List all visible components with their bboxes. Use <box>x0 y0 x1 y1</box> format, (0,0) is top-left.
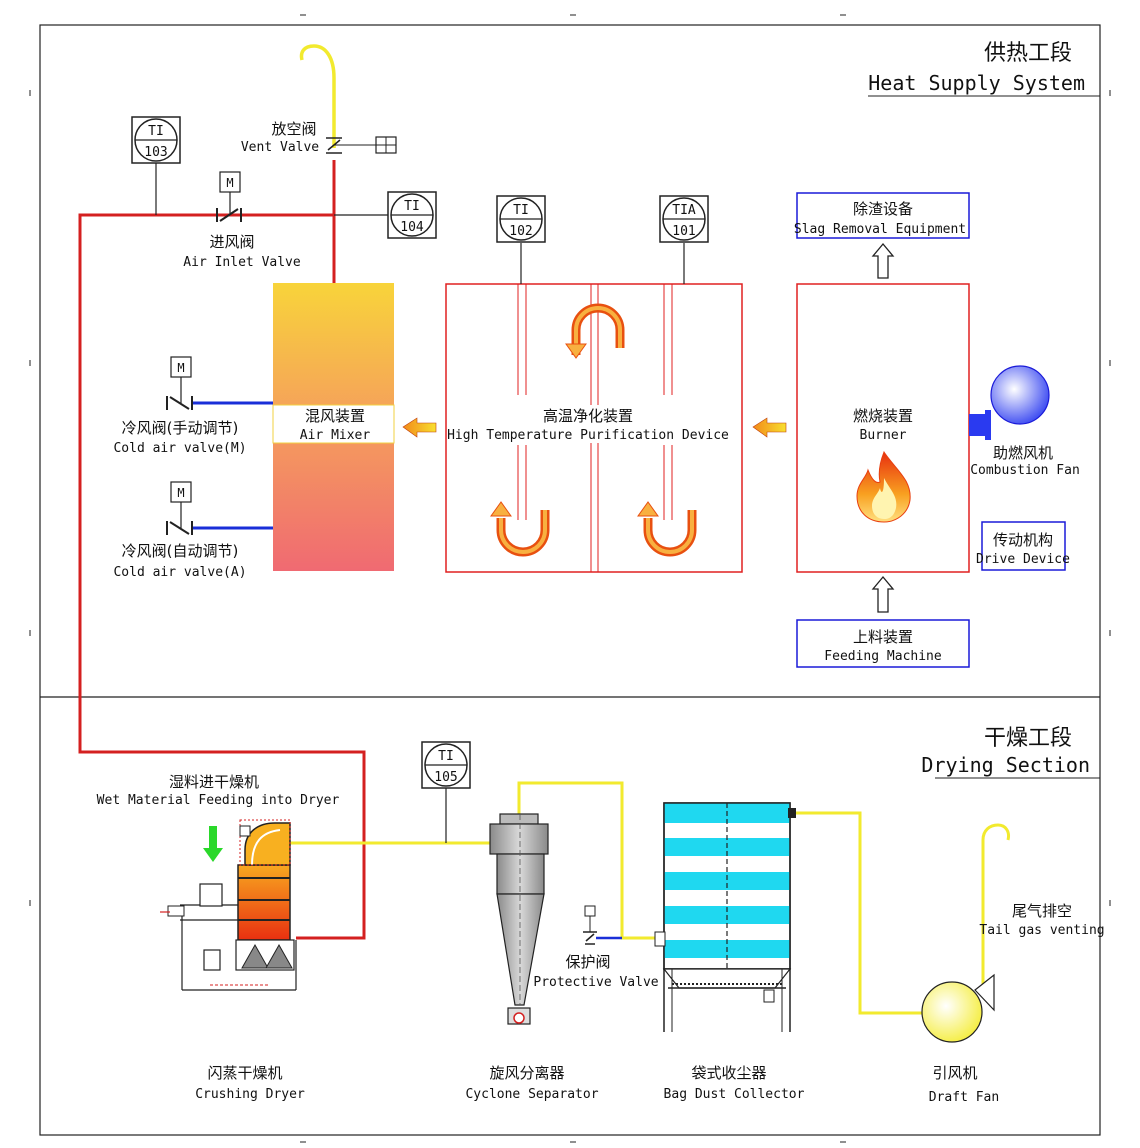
air-inlet-label-en: Air Inlet Valve <box>183 255 301 270</box>
drying-section-title-cn: 干燥工段 <box>984 726 1072 751</box>
feeding-label-cn: 上料装置 <box>853 628 913 646</box>
air-inlet-motor-label: M <box>226 176 233 190</box>
tail-gas-label-cn: 尾气排空 <box>1012 902 1072 920</box>
tail-gas-label-en: Tail gas venting <box>979 923 1104 938</box>
slag-label-en: Slag Removal Equipment <box>794 222 966 237</box>
ti104-number: 104 <box>400 220 424 235</box>
instrument-ti105[interactable]: TI 105 <box>421 741 471 789</box>
burner[interactable]: 燃烧装置 Burner <box>796 283 970 573</box>
instrument-ti102[interactable]: TI 102 <box>496 195 546 243</box>
cold-air-valve-manual[interactable]: M <box>166 356 193 410</box>
instrument-tia101[interactable]: TIA 101 <box>659 195 709 243</box>
cold-manual-motor-label: M <box>177 361 184 375</box>
heat-section-title-cn: 供热工段 <box>984 41 1072 66</box>
wet-feed-label-en: Wet Material Feeding into Dryer <box>97 793 340 808</box>
vent-pipe <box>299 44 336 148</box>
arrow-down-feed-icon <box>203 826 223 862</box>
air-mixer[interactable]: 混风装置 Air Mixer <box>272 283 395 571</box>
burner-label-en: Burner <box>860 428 907 443</box>
flame-icon <box>856 450 911 523</box>
ti103-number: 103 <box>144 145 167 160</box>
ti102-number: 102 <box>509 224 532 239</box>
combustion-fan-label-cn: 助燃风机 <box>993 444 1053 462</box>
tia101-tag: TIA <box>672 203 696 218</box>
frame-ticks <box>29 14 1111 1143</box>
purification-device[interactable]: 高温净化装置 High Temperature Purification Dev… <box>445 283 743 573</box>
air-mixer-label-en: Air Mixer <box>300 428 371 443</box>
dryer-label-en: Crushing Dryer <box>195 1087 305 1102</box>
cold-auto-label-en: Cold air valve(A) <box>113 565 246 580</box>
instrument-ti103[interactable]: TI 103 <box>131 116 181 164</box>
protective-valve-label-en: Protective Valve <box>533 975 658 990</box>
slag-label-cn: 除渣设备 <box>853 200 913 218</box>
drive-device-box[interactable]: 传动机构 Drive Device <box>976 521 1070 571</box>
feeding-machine-box[interactable]: 上料装置 Feeding Machine <box>796 619 970 668</box>
combustion-fan-label-en: Combustion Fan <box>970 463 1080 478</box>
ti102-tag: TI <box>513 203 529 218</box>
ti105-number: 105 <box>434 770 457 785</box>
burner-label-cn: 燃烧装置 <box>853 407 913 425</box>
feeding-label-en: Feeding Machine <box>824 649 942 664</box>
bag-dust-collector[interactable] <box>654 802 796 1032</box>
combustion-fan[interactable]: 助燃风机 Combustion Fan <box>969 365 1080 478</box>
arrow-up-feed-icon <box>871 575 895 613</box>
cyclone-label-cn: 旋风分离器 <box>489 1064 564 1082</box>
draft-fan[interactable] <box>921 973 995 1043</box>
bag-label-cn: 袋式收尘器 <box>691 1064 766 1082</box>
cyclone-separator[interactable] <box>489 813 549 1025</box>
flow-arrow-to-purifier <box>752 417 787 438</box>
arrow-up-slag-icon <box>871 242 895 279</box>
wet-feed-label-cn: 湿料进干燥机 <box>169 773 259 791</box>
drive-label-cn: 传动机构 <box>993 531 1053 549</box>
purification-label-en: High Temperature Purification Device <box>447 428 729 443</box>
cold-auto-label-cn: 冷风阀(自动调节) <box>122 542 239 560</box>
vent-valve-label-cn: 放空阀 <box>271 120 316 138</box>
draft-fan-label-cn: 引风机 <box>932 1064 977 1082</box>
flow-arrow-to-mixer <box>402 417 437 438</box>
drying-section-title-en: Drying Section <box>921 753 1090 777</box>
outer-frame <box>39 24 1101 1136</box>
dryer-label-cn: 闪蒸干燥机 <box>207 1064 282 1082</box>
cold-auto-motor-label: M <box>177 486 184 500</box>
protective-valve-label-cn: 保护阀 <box>565 953 610 971</box>
instrument-ti104[interactable]: TI 104 <box>387 191 437 239</box>
cyclone-label-en: Cyclone Separator <box>465 1087 598 1102</box>
heat-section-title-en: Heat Supply System <box>868 71 1085 95</box>
purification-label-cn: 高温净化装置 <box>543 407 633 425</box>
vent-valve-label-en: Vent Valve <box>241 140 319 155</box>
vent-valve[interactable] <box>326 136 397 154</box>
crushing-dryer[interactable] <box>160 819 297 991</box>
drive-label-en: Drive Device <box>976 552 1070 567</box>
ti103-tag: TI <box>148 124 164 139</box>
ti104-tag: TI <box>404 199 420 214</box>
tia101-number: 101 <box>672 224 695 239</box>
exhaust-pipe <box>290 781 1010 1015</box>
cold-manual-label-en: Cold air valve(M) <box>113 441 246 456</box>
cold-manual-label-cn: 冷风阀(手动调节) <box>122 419 239 437</box>
air-mixer-label-cn: 混风装置 <box>305 407 365 425</box>
slag-removal-box[interactable]: 除渣设备 Slag Removal Equipment <box>794 192 970 239</box>
protective-valve[interactable] <box>583 905 597 945</box>
ti105-tag: TI <box>438 749 454 764</box>
cold-air-valve-auto[interactable]: M <box>166 481 193 535</box>
bag-label-en: Bag Dust Collector <box>664 1087 805 1102</box>
air-inlet-label-cn: 进风阀 <box>209 233 254 251</box>
air-inlet-valve[interactable]: M <box>216 171 242 222</box>
draft-fan-label-en: Draft Fan <box>929 1090 999 1105</box>
